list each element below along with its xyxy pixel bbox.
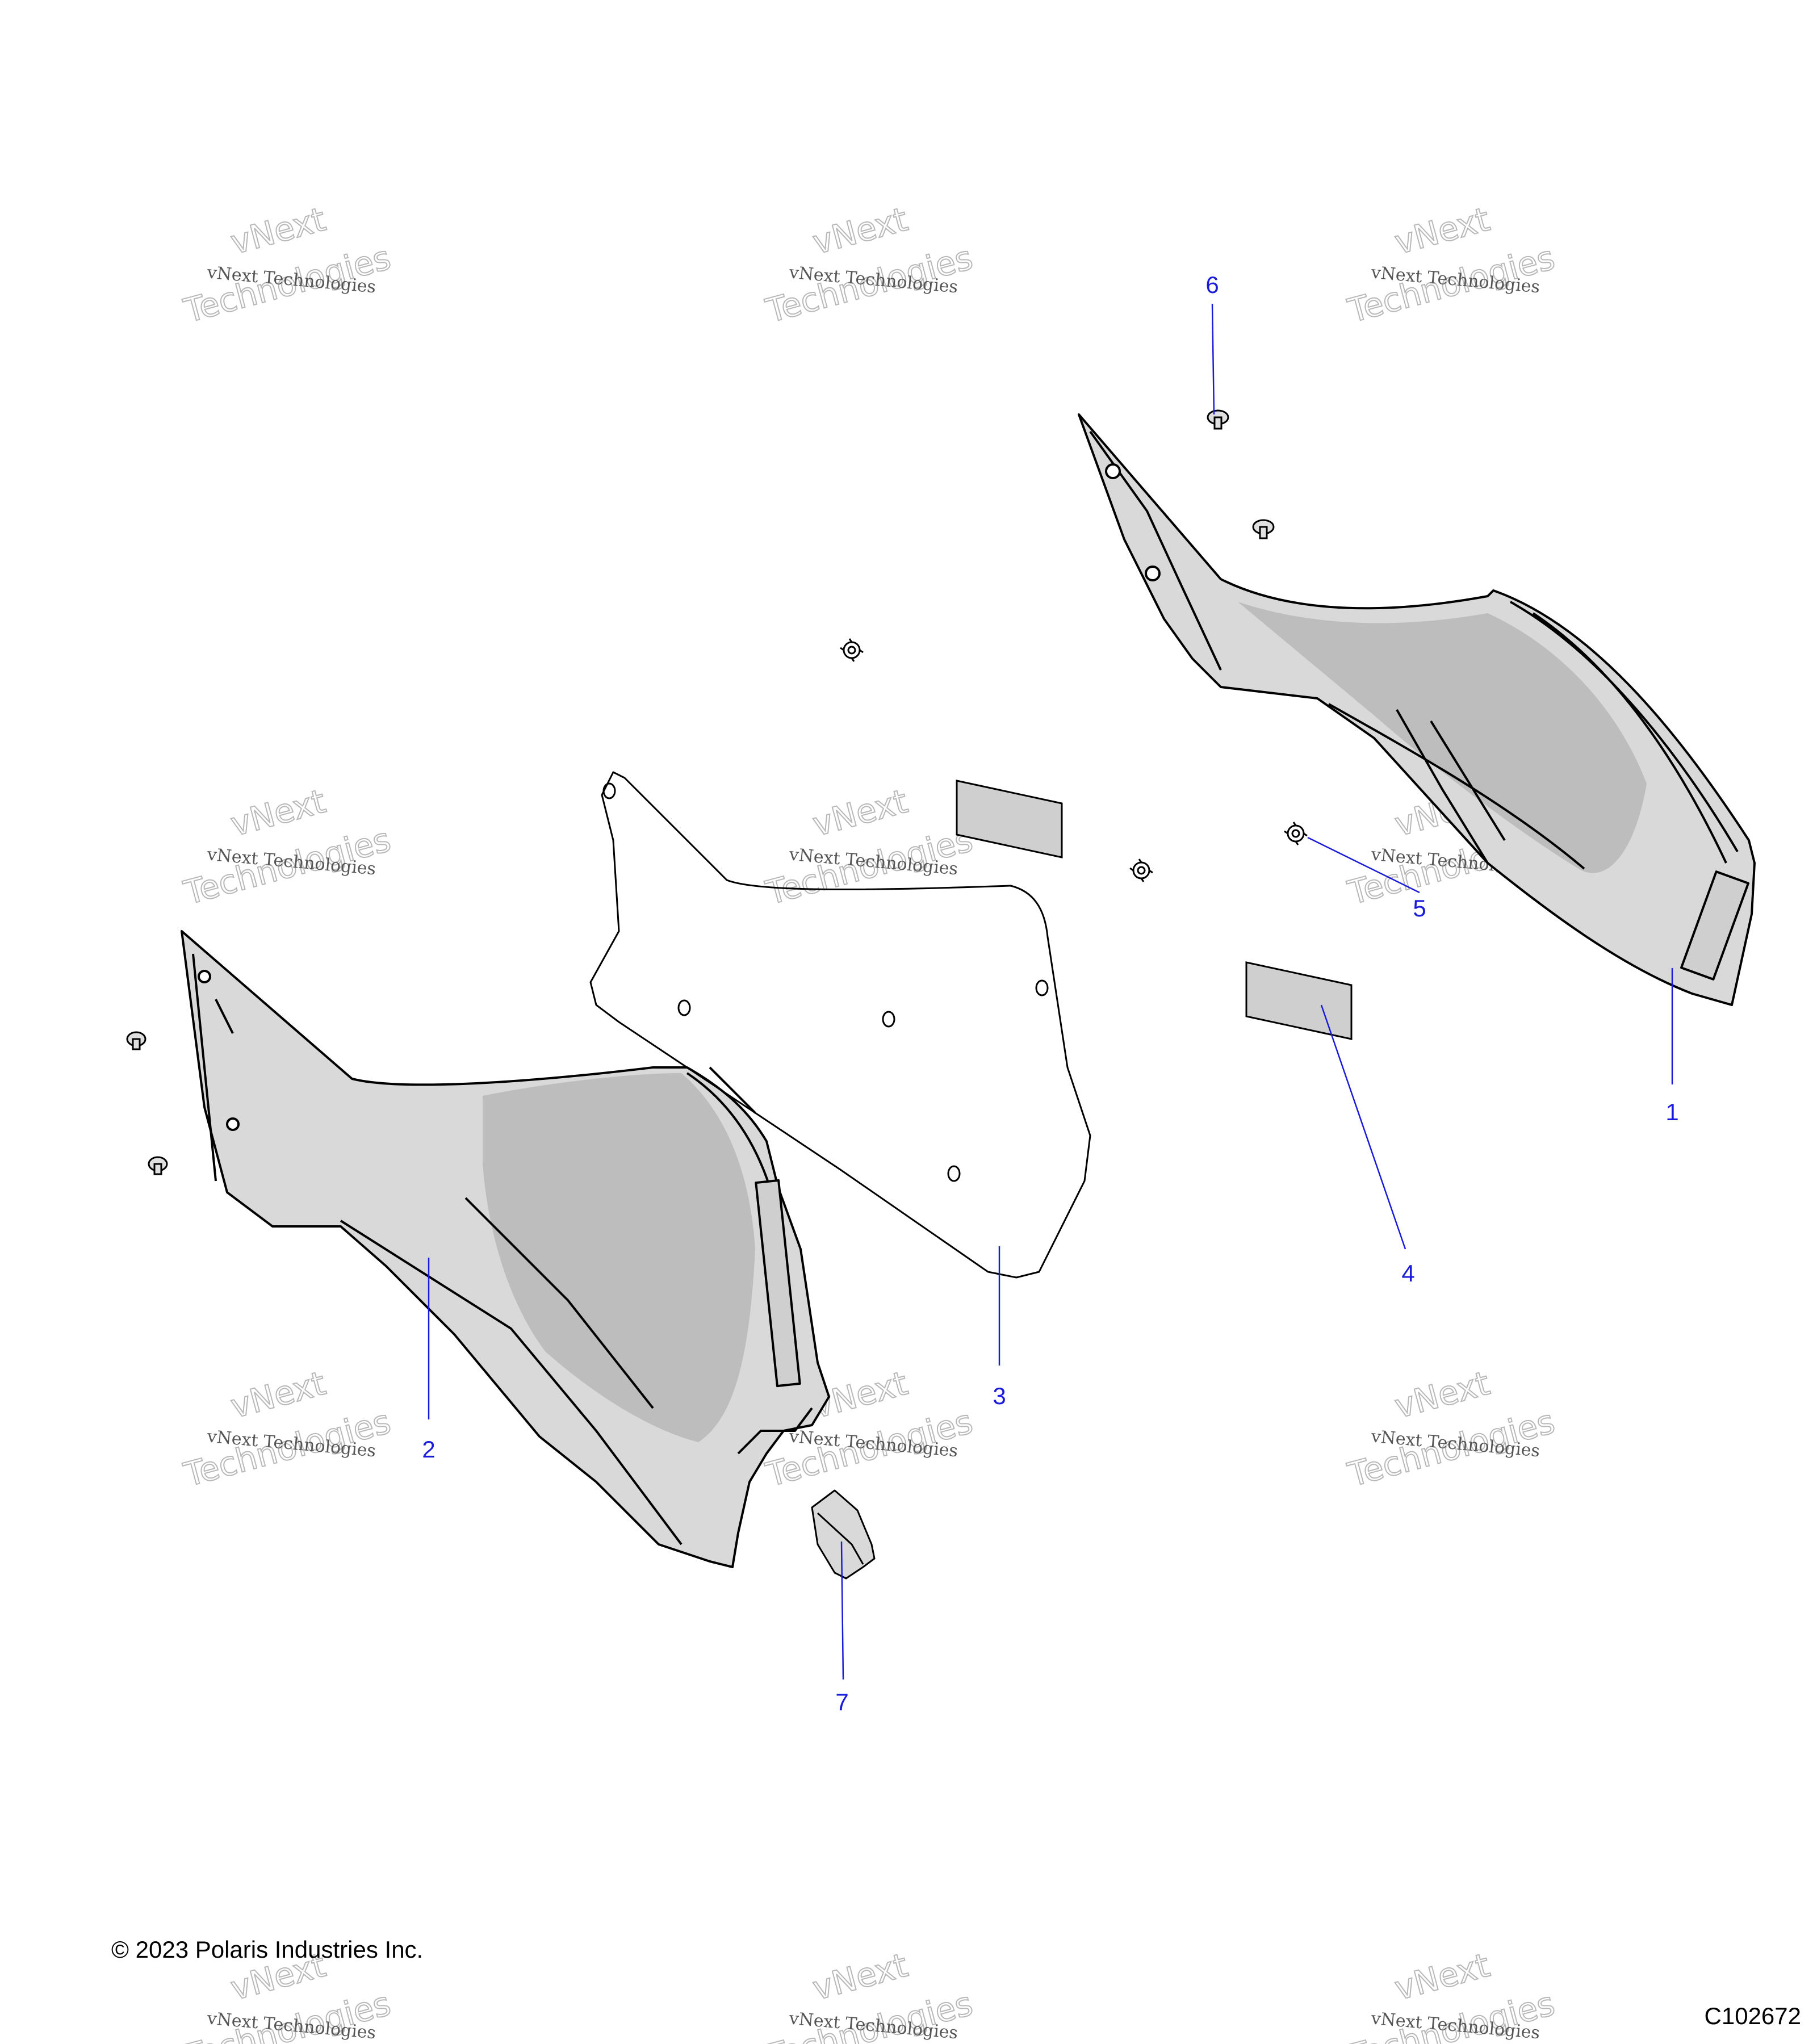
panel-hole — [1035, 979, 1049, 996]
watermark-vnext-top: vNext — [227, 782, 329, 844]
callout-5: 5 — [1413, 895, 1426, 922]
leader-line-4 — [1320, 1004, 1406, 1250]
callout-3: 3 — [993, 1383, 1006, 1409]
leader-line-7 — [840, 1541, 844, 1680]
push-rivet-icon — [1252, 519, 1275, 539]
pad-upper — [956, 780, 1063, 858]
watermark-vnext-top: vNext — [227, 1364, 329, 1426]
part-6-push-rivets — [126, 409, 1275, 1175]
watermark-vnext-top: vNext — [1391, 200, 1493, 262]
watermark-vnext-top: vNext — [1391, 1946, 1493, 2008]
retainer-clip-icon — [1284, 822, 1308, 845]
retainer-clip-icon — [840, 638, 864, 662]
leader-line-6 — [1211, 303, 1215, 415]
part-4-adhesive-pads — [956, 780, 1353, 1040]
callout-6: 6 — [1205, 271, 1219, 298]
retainer-clip-icon — [1129, 858, 1153, 882]
panel-hole — [677, 999, 691, 1016]
callout-4: 4 — [1401, 1260, 1414, 1287]
watermark-vnext-top: vNext — [1391, 1364, 1493, 1426]
callout-1: 1 — [1665, 1099, 1678, 1125]
callout-leaders — [428, 303, 1673, 1680]
push-rivet-icon — [126, 1031, 146, 1050]
watermark-vnext-top: vNext — [809, 200, 911, 262]
watermark-vnext-top: vNext — [227, 200, 329, 262]
callout-labels: 1 2 3 4 5 6 7 — [422, 271, 1678, 1715]
callout-7: 7 — [835, 1689, 848, 1715]
push-rivet-icon — [1207, 409, 1229, 430]
part-7-clip — [811, 1489, 876, 1580]
panel-hole — [882, 1011, 895, 1028]
leader-line-5 — [1307, 836, 1420, 894]
watermark-vnext-top: vNext — [809, 782, 911, 844]
part-3-flat-panel — [589, 771, 1091, 1279]
part-2-left-side-panel — [181, 930, 830, 1568]
part-1-right-side-panel — [1078, 413, 1756, 1006]
part-5-retainers — [840, 638, 1308, 882]
panel-hole — [947, 1165, 961, 1182]
panel-hole — [602, 782, 616, 799]
push-rivet-icon — [148, 1156, 168, 1175]
pad-lower — [1245, 961, 1353, 1040]
watermark-vnext-top: vNext — [809, 1946, 911, 2008]
diagram-id-label: C102672 — [1704, 2003, 1801, 2029]
callout-2: 2 — [422, 1436, 435, 1463]
copyright-notice: © 2023 Polaris Industries Inc. — [111, 1936, 424, 1963]
